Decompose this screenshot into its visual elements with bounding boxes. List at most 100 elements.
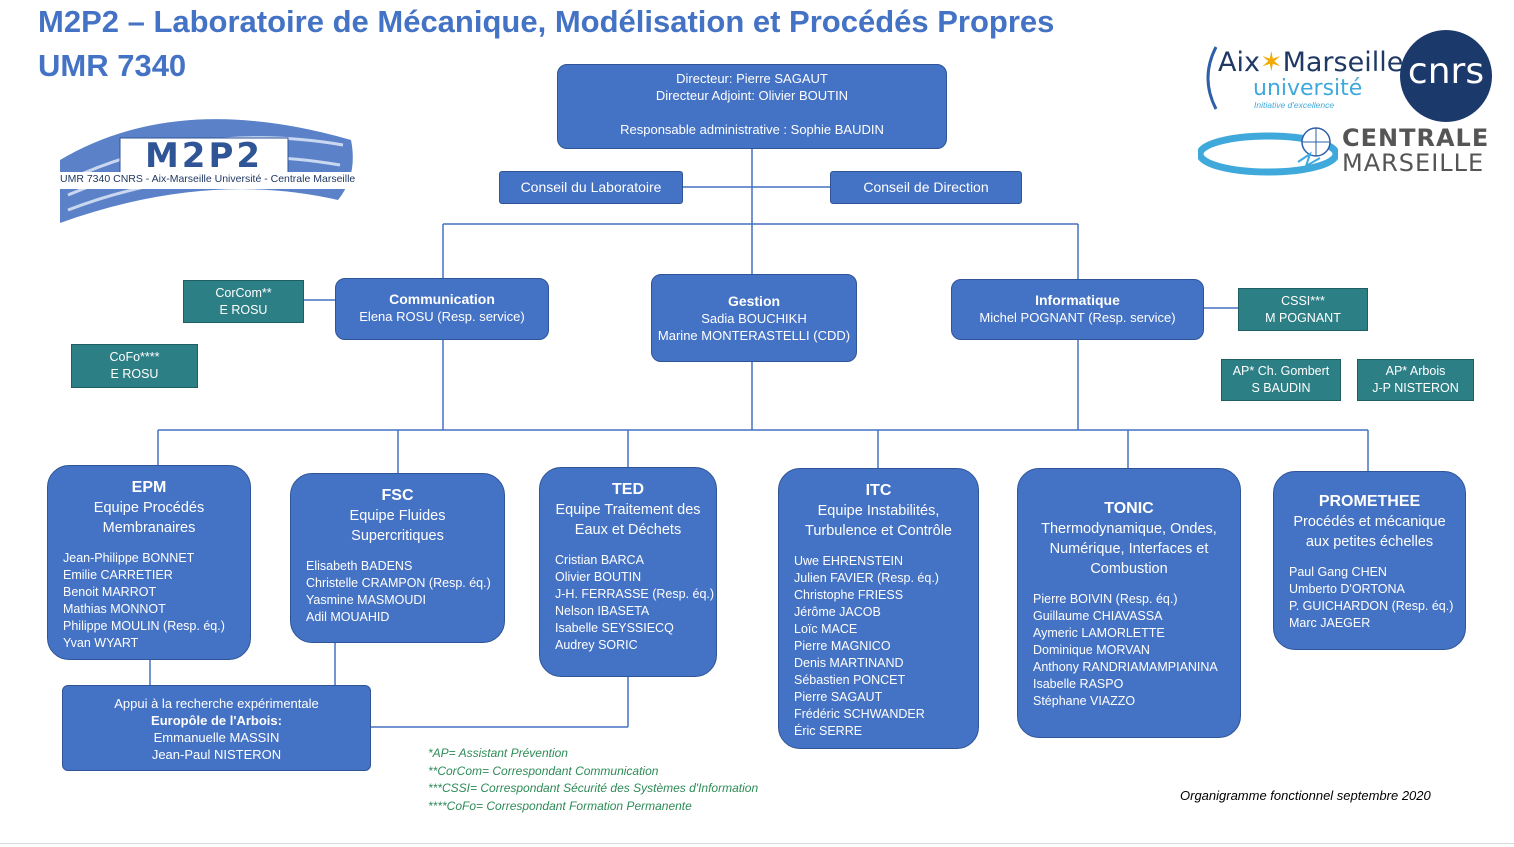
team-members: Pierre BOIVIN (Resp. éq.) Guillaume CHIA… bbox=[1018, 591, 1240, 710]
direction-admin: Responsable administrative : Sophie BAUD… bbox=[620, 122, 884, 137]
team-member: Yvan WYART bbox=[63, 636, 139, 650]
team-member: Nelson IBASETA bbox=[555, 604, 650, 618]
direction-box: Directeur: Pierre SAGAUT Directeur Adjoi… bbox=[557, 64, 947, 149]
centrale-logo-line2: MARSEILLE bbox=[1342, 149, 1485, 177]
legend: *AP= Assistant Prévention **CorCom= Corr… bbox=[428, 745, 758, 815]
legend-item: ***CSSI= Correspondant Sécurité des Syst… bbox=[428, 781, 759, 795]
m2p2-logo-name: M2P2 bbox=[144, 136, 264, 176]
team-member: P. GUICHARDON (Resp. éq.) bbox=[1289, 599, 1454, 613]
conseil-direction-box: Conseil de Direction bbox=[830, 171, 1022, 204]
cnrs-logo-text: cnrs bbox=[1407, 51, 1485, 92]
direction-director: Directeur: Pierre SAGAUT bbox=[676, 71, 828, 86]
amu-logo-tagline: Initiative d'excellence bbox=[1254, 100, 1335, 110]
team-member: Loïc MACE bbox=[794, 622, 858, 636]
team-members: Cristian BARCA Olivier BOUTIN J-H. FERRA… bbox=[540, 552, 716, 654]
team-member: Elisabeth BADENS bbox=[306, 559, 413, 573]
appui-title: Appui à la recherche expérimentale bbox=[114, 696, 319, 711]
team-member: Isabelle RASPO bbox=[1033, 677, 1124, 691]
corcom-name: E ROSU bbox=[219, 302, 268, 317]
team-member: Éric SERRE bbox=[794, 724, 863, 738]
team-member: J-H. FERRASSE (Resp. éq.) bbox=[555, 587, 715, 601]
page-title: M2P2 – Laboratoire de Mécanique, Modélis… bbox=[38, 4, 1055, 39]
ap-arbois-name: J-P NISTERON bbox=[1372, 381, 1459, 395]
ap-gombert-name: S BAUDIN bbox=[1251, 381, 1311, 395]
team-member: Jérôme JACOB bbox=[794, 605, 881, 619]
cofo-role: CoFo**** bbox=[109, 350, 160, 364]
amu-logo-bracket bbox=[1206, 46, 1218, 110]
team-member: Paul Gang CHEN bbox=[1289, 565, 1387, 579]
team-member: Frédéric SCHWANDER bbox=[794, 707, 925, 721]
team-members: Elisabeth BADENS Christelle CRAMPON (Res… bbox=[291, 558, 504, 626]
direction-deputy: Directeur Adjoint: Olivier BOUTIN bbox=[655, 88, 849, 103]
star-icon: ✶ bbox=[1259, 47, 1283, 78]
legend-item: ****CoFo= Correspondant Formation Perman… bbox=[428, 798, 692, 813]
team-description: Numérique, Interfaces et bbox=[1049, 541, 1209, 557]
team-name: TONIC bbox=[1104, 500, 1154, 517]
team-member: Pierre SAGAUT bbox=[794, 690, 883, 704]
legend-item: **CorCom= Correspondant Communication bbox=[428, 763, 659, 778]
team-members: Uwe EHRENSTEIN Julien FAVIER (Resp. éq.)… bbox=[779, 553, 978, 740]
team-description: Eaux et Déchets bbox=[574, 522, 682, 538]
team-member: Stéphane VIAZZO bbox=[1033, 694, 1136, 708]
conseil-laboratoire-label: Conseil du Laboratoire bbox=[520, 179, 662, 195]
team-member: Guillaume CHIAVASSA bbox=[1033, 609, 1163, 623]
legend-item: *AP= Assistant Prévention bbox=[428, 746, 568, 760]
cofo-name: E ROSU bbox=[110, 367, 159, 381]
ap-gombert-box: AP* Ch. Gombert S BAUDIN bbox=[1221, 359, 1341, 401]
team-tonic: TONIC Thermodynamique, Ondes, Numérique,… bbox=[1017, 468, 1241, 738]
team-member: Sébastien PONCET bbox=[794, 673, 906, 687]
team-members: Jean-Philippe BONNET Emilie CARRETIER Be… bbox=[48, 550, 250, 652]
team-description: Turbulence et Contrôle bbox=[805, 523, 952, 539]
team-member: Umberto D'ORTONA bbox=[1289, 582, 1405, 596]
team-member: Adil MOUAHID bbox=[306, 610, 390, 624]
ap-arbois-box: AP* Arbois J-P NISTERON bbox=[1357, 359, 1474, 401]
appui-member-1: Emmanuelle MASSIN bbox=[153, 730, 280, 745]
appui-site: Europôle de l'Arbois: bbox=[151, 713, 282, 728]
m2p2-logo-graphic bbox=[60, 119, 353, 223]
informatique-title: Informatique bbox=[1035, 292, 1120, 308]
cssi-name: M POGNANT bbox=[1265, 310, 1341, 325]
team-promethee: PROMETHEE Procédés et mécanique aux peti… bbox=[1273, 471, 1466, 650]
cssi-box: CSSI*** M POGNANT bbox=[1238, 288, 1368, 331]
team-member: Aymeric LAMORLETTE bbox=[1033, 626, 1165, 640]
centrale-logo-graphic bbox=[1198, 127, 1338, 176]
team-member: Emilie CARRETIER bbox=[63, 568, 173, 582]
team-member: Marc JAEGER bbox=[1289, 616, 1371, 630]
team-description: Equipe Instabilités, bbox=[817, 503, 940, 519]
gestion-title: Gestion bbox=[727, 293, 781, 309]
team-member: Uwe EHRENSTEIN bbox=[794, 554, 904, 568]
team-member: Julien FAVIER (Resp. éq.) bbox=[794, 571, 939, 585]
team-member: Christophe FRIESS bbox=[794, 588, 904, 602]
cofo-box: CoFo**** E ROSU bbox=[71, 344, 198, 388]
communication-lead: Elena ROSU (Resp. service) bbox=[359, 309, 525, 324]
ap-arbois-role: AP* Arbois bbox=[1385, 364, 1446, 378]
amu-logo-aix: Aix bbox=[1218, 47, 1260, 78]
gestion-member-1: Sadia BOUCHIKH bbox=[701, 311, 807, 326]
team-member: Isabelle SEYSSIECQ bbox=[555, 621, 674, 635]
team-member: Philippe MOULIN (Resp. éq.) bbox=[63, 619, 225, 633]
team-member: Jean-Philippe BONNET bbox=[63, 551, 195, 565]
corcom-box: CorCom** E ROSU bbox=[183, 280, 304, 323]
team-member: Pierre MAGNICO bbox=[794, 639, 891, 653]
team-member: Cristian BARCA bbox=[555, 553, 644, 567]
gestion-box: Gestion Sadia BOUCHIKH Marine MONTERASTE… bbox=[651, 274, 857, 362]
centrale-logo-line1: CENTRALE bbox=[1342, 124, 1490, 152]
m2p2-logo-subtitle: UMR 7340 CNRS - Aix-Marseille Université… bbox=[60, 173, 356, 185]
informatique-box: Informatique Michel POGNANT (Resp. servi… bbox=[951, 279, 1204, 340]
informatique-lead: Michel POGNANT (Resp. service) bbox=[979, 310, 1176, 325]
appui-recherche-box: Appui à la recherche expérimentale Europ… bbox=[62, 685, 371, 771]
team-member: Denis MARTINAND bbox=[794, 656, 904, 670]
team-description: Thermodynamique, Ondes, bbox=[1041, 521, 1217, 537]
team-member: Dominique MORVAN bbox=[1033, 643, 1150, 657]
gestion-member-2: Marine MONTERASTELLI (CDD) bbox=[657, 328, 851, 343]
divider bbox=[0, 843, 1514, 844]
amu-logo-marseille: Marseille bbox=[1282, 47, 1404, 78]
team-name: PROMETHEE bbox=[1318, 493, 1421, 510]
team-member: Mathias MONNOT bbox=[63, 602, 166, 616]
team-description: Membranaires bbox=[102, 520, 196, 536]
team-description: aux petites échelles bbox=[1305, 534, 1434, 550]
team-description: Supercritiques bbox=[351, 528, 444, 544]
team-member: Benoit MARROT bbox=[63, 585, 157, 599]
communication-title: Communication bbox=[389, 291, 495, 307]
